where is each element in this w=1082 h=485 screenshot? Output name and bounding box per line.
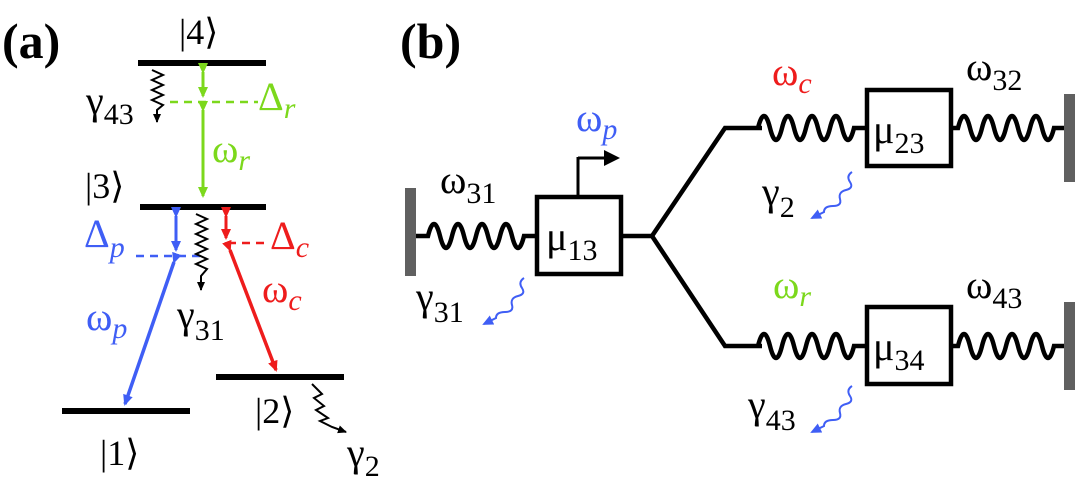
spring-omega-43-label: ω43 (966, 262, 1022, 315)
right-wall-top (1064, 94, 1075, 182)
level-1-label: |1⟩ (100, 433, 139, 473)
gamma-43-label: γ43 (85, 78, 134, 131)
damping-gamma-31-label: γ31 (415, 274, 464, 329)
branch-upper (650, 125, 762, 238)
damping-31-wavy (482, 277, 525, 325)
omega-c-label: ωc (262, 266, 302, 317)
decay-2-wavy (311, 383, 347, 434)
right-wall-bottom (1064, 302, 1075, 390)
spring-43 (951, 331, 1064, 361)
damping-43-wavy (810, 385, 853, 433)
spring-31 (416, 221, 538, 251)
mass-34-label: μ34 (873, 324, 924, 377)
decay-43-wavy (149, 69, 166, 123)
omega-p-label: ωp (86, 294, 127, 345)
left-wall (405, 188, 416, 276)
damping-gamma-2-label: γ2 (761, 169, 795, 224)
level-2-label: |2⟩ (255, 391, 294, 431)
spring-omega-c-label: ωc (772, 49, 812, 100)
delta-p-label: Δp (84, 211, 125, 264)
level-4-label: |4⟩ (179, 12, 218, 52)
drive-omega-p-label: ωp (576, 95, 617, 146)
spring-c (755, 113, 868, 143)
delta-r-label: Δr (258, 74, 296, 125)
decay-31-wavy (193, 213, 210, 291)
damping-gamma-43-label: γ43 (747, 382, 796, 437)
spring-32 (951, 113, 1064, 143)
spring-omega-32-label: ω32 (966, 44, 1022, 97)
mass-34-box (864, 304, 954, 387)
mass-23-box (864, 87, 954, 169)
branch-lower (650, 234, 762, 349)
level-3-label: |3⟩ (85, 166, 124, 206)
drive-arrowhead (604, 150, 620, 166)
gamma-31-label: γ31 (176, 292, 225, 347)
spring-omega-31-label: ω31 (440, 157, 496, 210)
panel-a-label: (a) (2, 13, 60, 69)
panel-b-label: (b) (400, 13, 461, 69)
spring-r (755, 331, 868, 361)
probe-arrow (123, 251, 182, 406)
panel-a: (a) |4⟩ |3⟩ |2⟩ |1⟩ γ43 γ31 γ2 Δr (2, 12, 380, 483)
spring-omega-r-label: ωr (773, 262, 811, 313)
panel-b: (b) μ13 ωp ωc μ23 ω32 ωr μ34 (400, 13, 1075, 437)
damping-2-wavy (810, 171, 853, 219)
coupling-c-arrow (222, 239, 278, 372)
mass-23-label: μ23 (873, 107, 924, 160)
omega-r-label: ωr (212, 126, 250, 177)
delta-c-label: Δc (270, 213, 309, 264)
gamma-2-label: γ2 (346, 430, 380, 483)
mass-13-label: μ13 (546, 214, 597, 267)
